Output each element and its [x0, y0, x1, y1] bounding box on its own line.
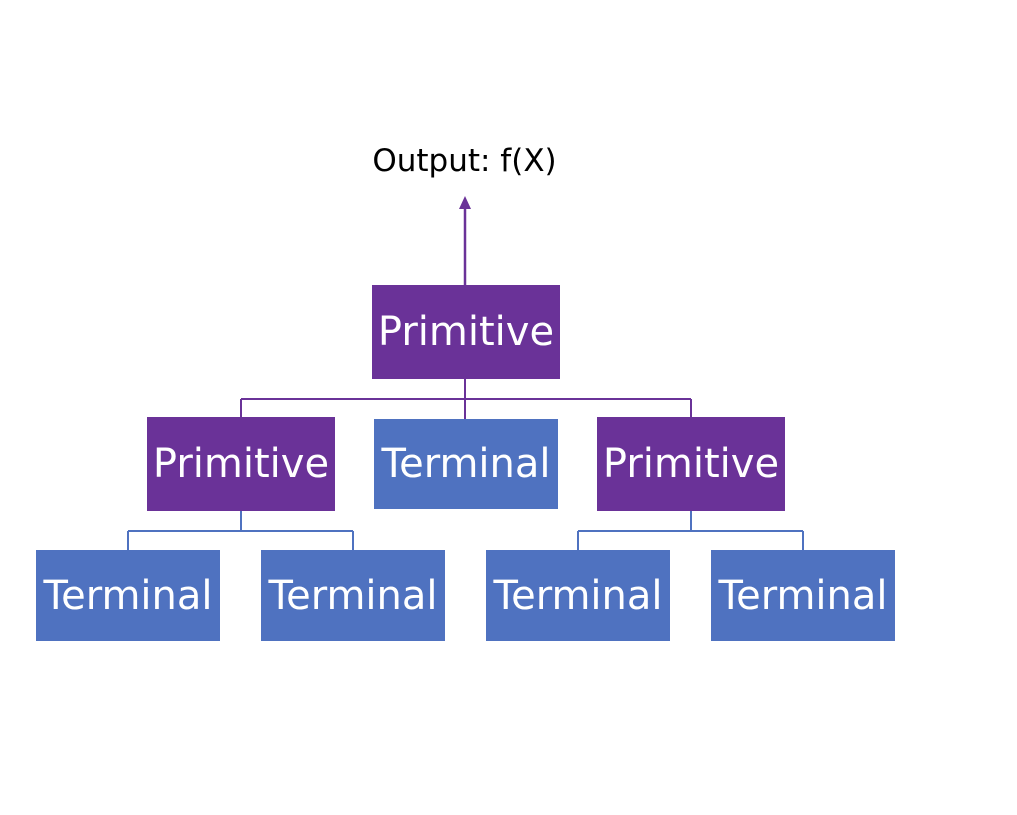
middle-terminal-node: Terminal: [374, 419, 558, 509]
root-connector: [240, 379, 692, 419]
leaf-terminal-node-1: Terminal: [36, 550, 220, 641]
node-label: Primitive: [377, 309, 555, 355]
node-label: Terminal: [381, 441, 551, 487]
right-connector: [577, 511, 804, 550]
leaf-terminal-node-4: Terminal: [711, 550, 895, 641]
leaf-terminal-node-3: Terminal: [486, 550, 670, 641]
leaf-terminal-node-2: Terminal: [261, 550, 445, 641]
node-label: Primitive: [602, 441, 780, 487]
output-label: Output: f(X): [372, 143, 557, 179]
left-primitive-node: Primitive: [147, 417, 335, 511]
output-arrow-head: [459, 196, 471, 209]
node-label: Terminal: [493, 572, 663, 619]
left-connector: [127, 511, 354, 550]
node-label: Primitive: [152, 441, 330, 487]
root-primitive-node: Primitive: [372, 285, 560, 379]
node-label: Terminal: [268, 572, 438, 619]
node-label: Terminal: [718, 572, 888, 619]
node-label: Terminal: [43, 572, 213, 619]
right-primitive-node: Primitive: [597, 417, 785, 511]
